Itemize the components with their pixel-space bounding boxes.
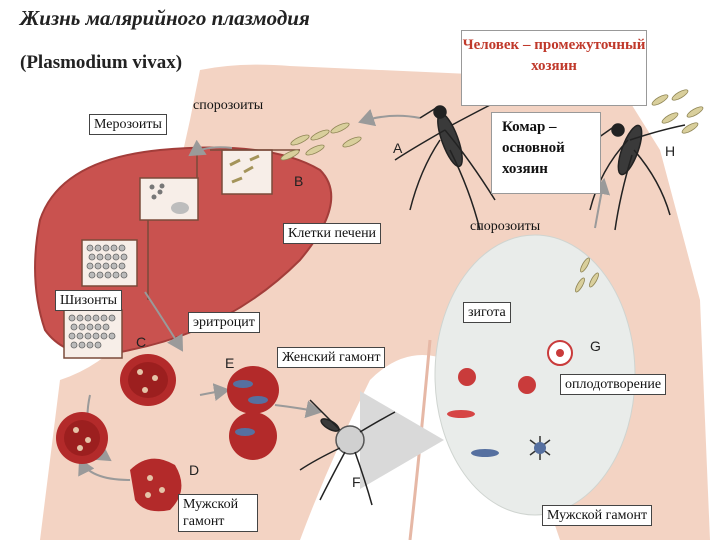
page-subtitle: (Plasmodium vivax) [20, 52, 183, 73]
male-gamont-right-label: Мужской гамонт [542, 505, 653, 526]
mosquito-H [589, 123, 686, 231]
stage-letter-a: A [393, 140, 403, 156]
mosquito-A [394, 99, 501, 231]
page-title: Жизнь малярийного плазмодия [20, 6, 310, 30]
liver-cell-top [221, 149, 273, 195]
sporozoites-incoming [280, 122, 362, 161]
merozoites-label: Мерозоиты [89, 114, 167, 135]
erythrocyte-label: эритроцит [188, 312, 260, 333]
liver-cell-schizont-lower [63, 309, 123, 359]
mosquito-F [299, 399, 396, 506]
liver-cell-mid [139, 177, 199, 221]
male-gamont-left-label: Мужской гамонт [178, 494, 258, 532]
female-gamont-label: Женский гамонт [277, 347, 386, 368]
sporozoites-right-label: спорозоиты [470, 219, 541, 234]
stage-letter-c: C [136, 334, 147, 350]
stage-letter-b: B [294, 173, 304, 189]
schizonts-label: Шизонты [55, 290, 123, 311]
stage-letter-g: G [590, 338, 601, 354]
sporozoites-top-label: спорозоиты [193, 98, 264, 113]
stage-letter-d: D [189, 462, 200, 478]
liver-cell-schizont-upper [81, 239, 138, 287]
stage-letter-e: E [225, 355, 235, 371]
sporozoites-mosquito-gland [651, 89, 704, 134]
liver-cells-label: Клетки печени [283, 223, 382, 244]
mosquito-host-label: Комар – основной хозяин [491, 112, 601, 194]
stage-letter-h: H [665, 143, 676, 159]
red-blood-cells [56, 354, 279, 512]
fertilization-label: оплодотворение [560, 374, 667, 395]
human-host-label: Человек – промежуточный хозяин [461, 30, 647, 106]
zygote-label: зигота [463, 302, 511, 323]
gut-stages [447, 257, 599, 460]
stage-letter-f: F [352, 474, 361, 490]
